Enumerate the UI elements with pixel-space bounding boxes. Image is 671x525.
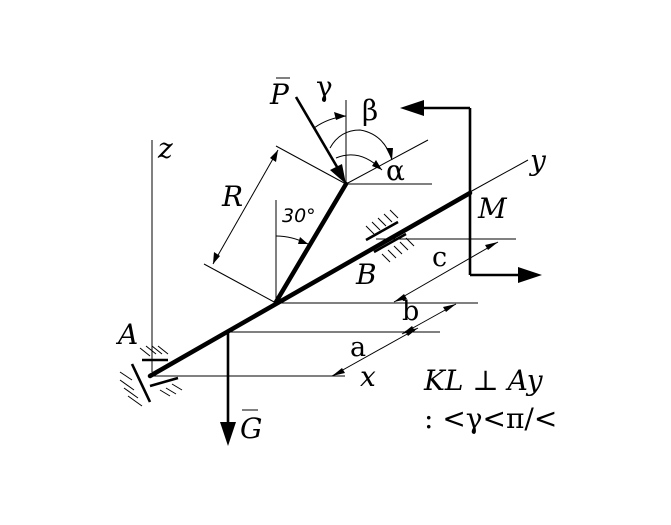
label-z: z	[157, 132, 173, 165]
arm	[273, 181, 349, 305]
label-gamma: γ	[316, 70, 333, 103]
note-range: : <γ<π/<	[424, 402, 557, 435]
label-b-point: B	[355, 258, 377, 291]
label-p: P	[269, 78, 290, 111]
note-perpendicular: KL ⊥ Ay	[423, 364, 544, 397]
dim-R	[212, 149, 279, 265]
label-beta: β	[362, 94, 378, 127]
label-g: G	[240, 412, 262, 445]
label-m: M	[477, 192, 508, 225]
main-shaft	[147, 190, 473, 379]
label-x: x	[360, 360, 376, 393]
bearing-a	[119, 345, 183, 407]
y-axis	[469, 159, 529, 193]
angle-beta-arc	[329, 129, 393, 161]
label-dim-a: a	[350, 332, 366, 363]
bearing-b	[365, 209, 415, 263]
label-a-point: A	[115, 318, 138, 351]
label-r: R	[221, 180, 243, 213]
label-alpha: α	[386, 154, 405, 187]
label-dim-c: c	[432, 242, 447, 273]
label-y: y	[528, 144, 547, 177]
force-p-arrow	[294, 96, 342, 173]
label-angle-30: 30°	[282, 205, 316, 227]
label-dim-b: b	[402, 296, 419, 327]
